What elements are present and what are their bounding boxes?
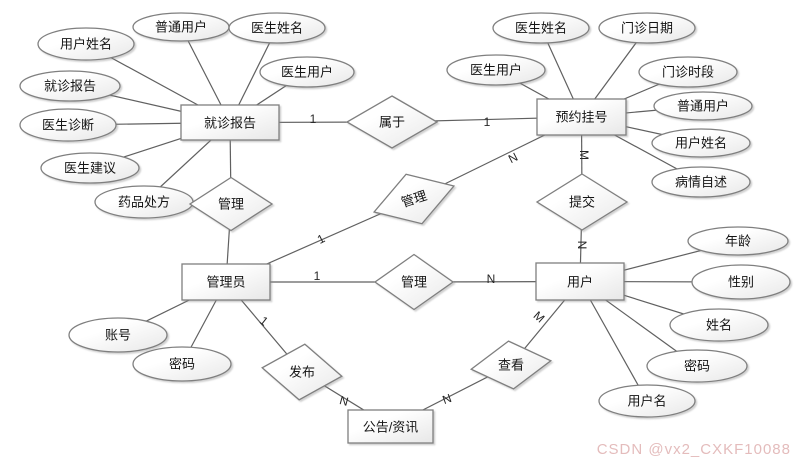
relationship-belongs-to [345, 95, 439, 149]
entity-user [535, 262, 625, 301]
attribute-us-username [598, 384, 696, 418]
attribute-vr-prescription [94, 185, 194, 219]
relationship-view [469, 340, 553, 390]
attribute-ap-condition [651, 166, 751, 198]
attribute-vr-doctor-user [259, 56, 355, 88]
attribute-vr-diagnosis [19, 108, 117, 142]
relationship-manage-appointment [372, 173, 456, 225]
attribute-ap-user-name [651, 128, 751, 158]
attribute-vr-doctor-name [228, 12, 326, 44]
edge-user--us-username [579, 281, 648, 402]
entity-announcement [347, 409, 434, 444]
attribute-ap-date [598, 12, 696, 44]
shape-layer [19, 12, 791, 444]
attribute-us-name [669, 308, 769, 342]
attribute-ap-timeslot [638, 56, 738, 88]
attribute-ap-doctor-user [446, 54, 546, 86]
attribute-vr-normal-user [132, 12, 230, 42]
relationship-manage-user [373, 253, 455, 311]
attribute-vr-report [19, 70, 121, 102]
attribute-us-age [687, 226, 789, 256]
attribute-us-gender [691, 264, 791, 300]
attribute-ad-account [68, 317, 168, 353]
relationship-publish [261, 343, 343, 401]
attribute-ad-password [132, 346, 232, 382]
entity-visit-report [180, 104, 280, 141]
attribute-ap-doctor-name [492, 12, 590, 44]
attribute-us-password [646, 349, 748, 383]
entity-appointment [536, 98, 627, 136]
csdn-watermark: CSDN @vx2_CXKF10088 [596, 441, 791, 458]
relationship-submit [535, 173, 629, 231]
attribute-vr-advice [40, 152, 140, 184]
attribute-ap-normal-user [653, 91, 753, 121]
attribute-vr-user-name [37, 27, 135, 61]
relationship-manage-report [188, 176, 274, 232]
entity-admin [181, 263, 271, 301]
